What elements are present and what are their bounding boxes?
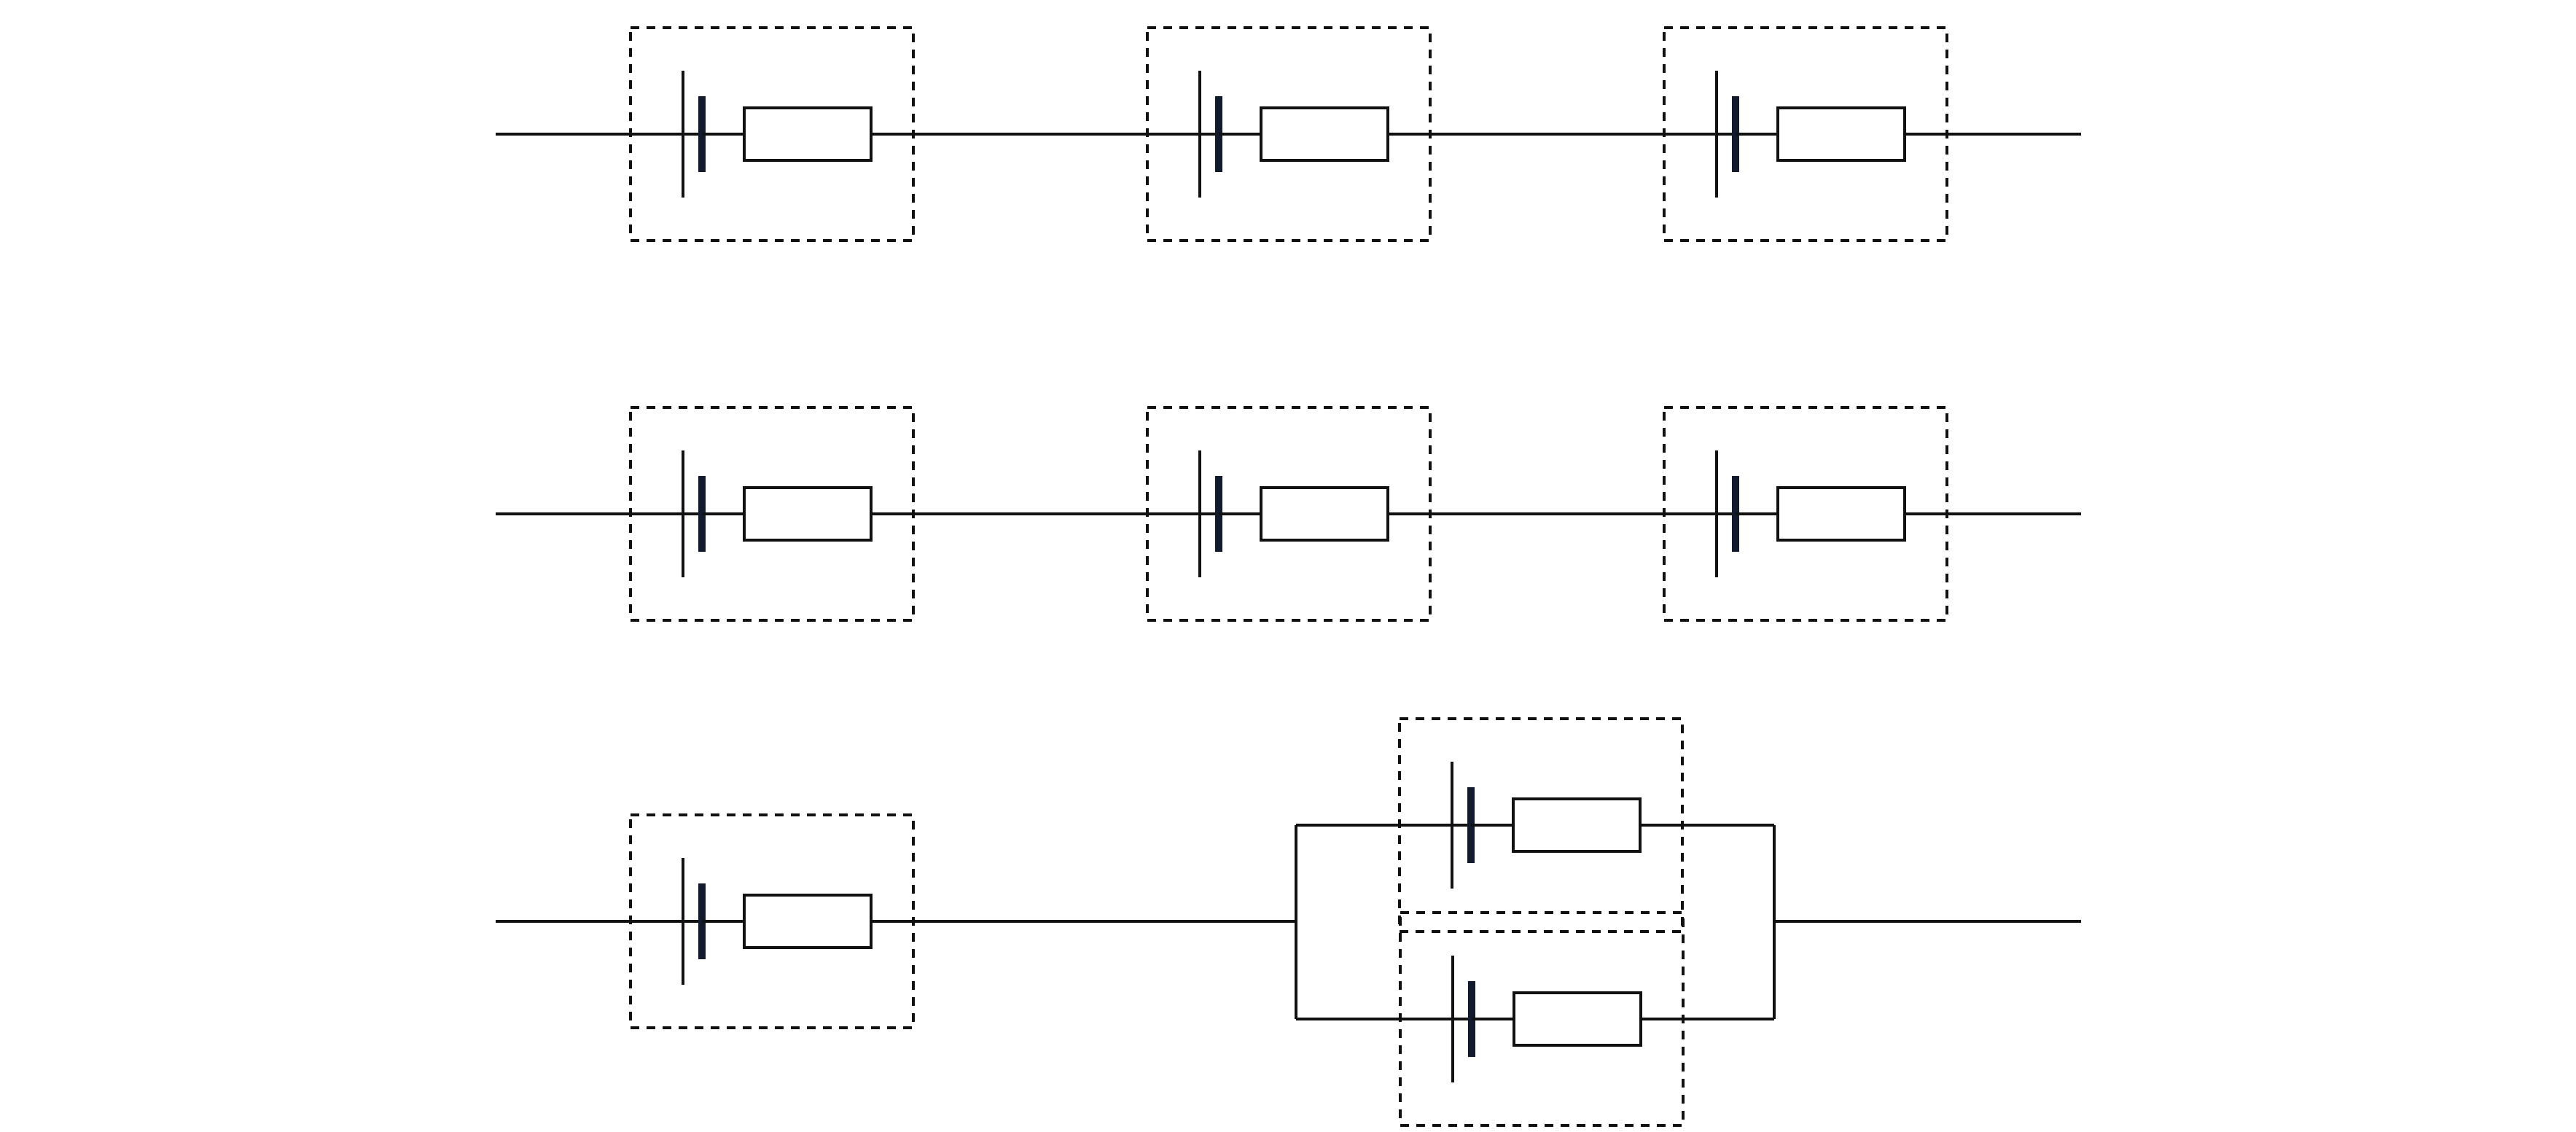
module-border — [1146, 406, 1432, 622]
module-border — [1399, 911, 1685, 1127]
resistor-icon — [1512, 797, 1642, 853]
resistor-icon — [743, 894, 873, 949]
module-border — [629, 406, 915, 622]
module-border — [1663, 26, 1948, 242]
resistor-icon — [743, 486, 873, 542]
wires-layer — [496, 133, 2081, 1020]
module-r2-m3 — [1663, 406, 1948, 622]
module-r3-m2-upper — [1398, 717, 1684, 933]
module-border — [1398, 717, 1684, 933]
resistor-icon — [1776, 486, 1906, 542]
resistor-icon — [1776, 106, 1906, 162]
module-r2-m1 — [629, 406, 915, 622]
modules-layer — [629, 26, 1948, 1127]
resistor-icon — [1513, 991, 1642, 1047]
module-border — [629, 26, 915, 242]
module-border — [629, 813, 915, 1029]
module-r3-m1 — [629, 813, 915, 1029]
module-r1-m2 — [1146, 26, 1432, 242]
module-border — [1663, 406, 1948, 622]
module-r3-m3-lower — [1399, 911, 1685, 1127]
module-r1-m1 — [629, 26, 915, 242]
resistor-icon — [1260, 106, 1389, 162]
module-border — [1146, 26, 1432, 242]
resistor-icon — [743, 106, 873, 162]
module-r1-m3 — [1663, 26, 1948, 242]
resistor-icon — [1260, 486, 1389, 542]
module-r2-m2 — [1146, 406, 1432, 622]
